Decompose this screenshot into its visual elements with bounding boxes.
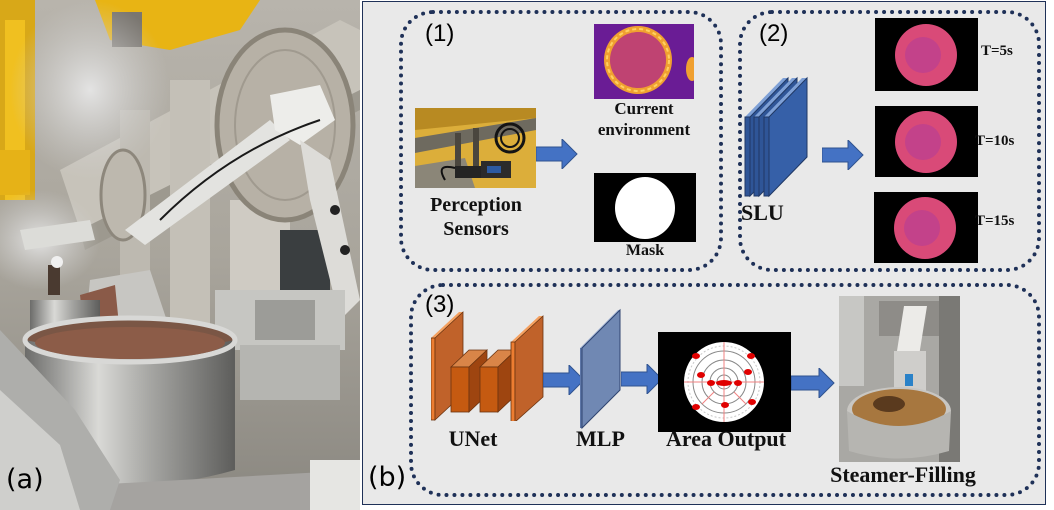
frame-time-t5: T=5s [981, 43, 1013, 59]
thermal-frame-t15 [874, 192, 978, 263]
slu-layers-icon [744, 76, 808, 198]
area-output-target-image [658, 332, 791, 432]
mask-caption: Mask [625, 242, 665, 259]
mask-image [594, 173, 696, 242]
area-output-label: Area Output [666, 426, 786, 451]
thermal-frame-t10 [875, 106, 978, 177]
steamer-filling-label: Steamer-Filling [830, 462, 976, 487]
stage2-label: (2) [759, 20, 789, 47]
perception-sensors-caption: Perception Sensors [401, 193, 551, 241]
mlp-label: MLP [576, 426, 625, 451]
factory-photo-illustration [0, 0, 360, 510]
mlp-layer-icon [580, 308, 621, 430]
frame-time-t10: T=10s [975, 133, 1015, 149]
arrow-slu-to-frames [822, 140, 864, 170]
slu-label: SLU [741, 200, 784, 225]
perception-caption-line2: Sensors [443, 218, 509, 240]
arrow-sensor-to-env [536, 139, 578, 169]
arrow-area-to-filling [791, 368, 835, 398]
perception-sensor-image [415, 108, 536, 188]
stage2-box [738, 10, 1041, 272]
current-environment-caption: Current environment [583, 98, 705, 140]
arrow-mlp-to-area [621, 364, 663, 394]
frame-time-t15: T=15s [975, 213, 1015, 229]
target-dots [692, 353, 756, 410]
unet-label: UNet [448, 426, 498, 451]
thermal-frame-t5 [875, 18, 978, 91]
steamer-filling-photo [839, 296, 960, 462]
stage1-label: (1) [425, 20, 455, 47]
photo-robot-steamer [0, 0, 360, 510]
stage1-box [399, 10, 723, 272]
stage3-label: (3) [425, 291, 455, 318]
current-environment-thermal-image [594, 24, 694, 99]
panel-a-label: (a) [6, 464, 44, 495]
panel-b-frame: (1) Perception Sensors [362, 1, 1046, 505]
arrow-unet-to-mlp [543, 365, 585, 395]
env-caption-line1: Current [614, 99, 674, 118]
stage3-box [409, 283, 1041, 497]
perception-caption-line1: Perception [430, 194, 522, 216]
env-caption-line2: environment [597, 120, 691, 139]
panel-b-label: (b) [368, 462, 407, 493]
unet-architecture-icon [431, 311, 544, 421]
